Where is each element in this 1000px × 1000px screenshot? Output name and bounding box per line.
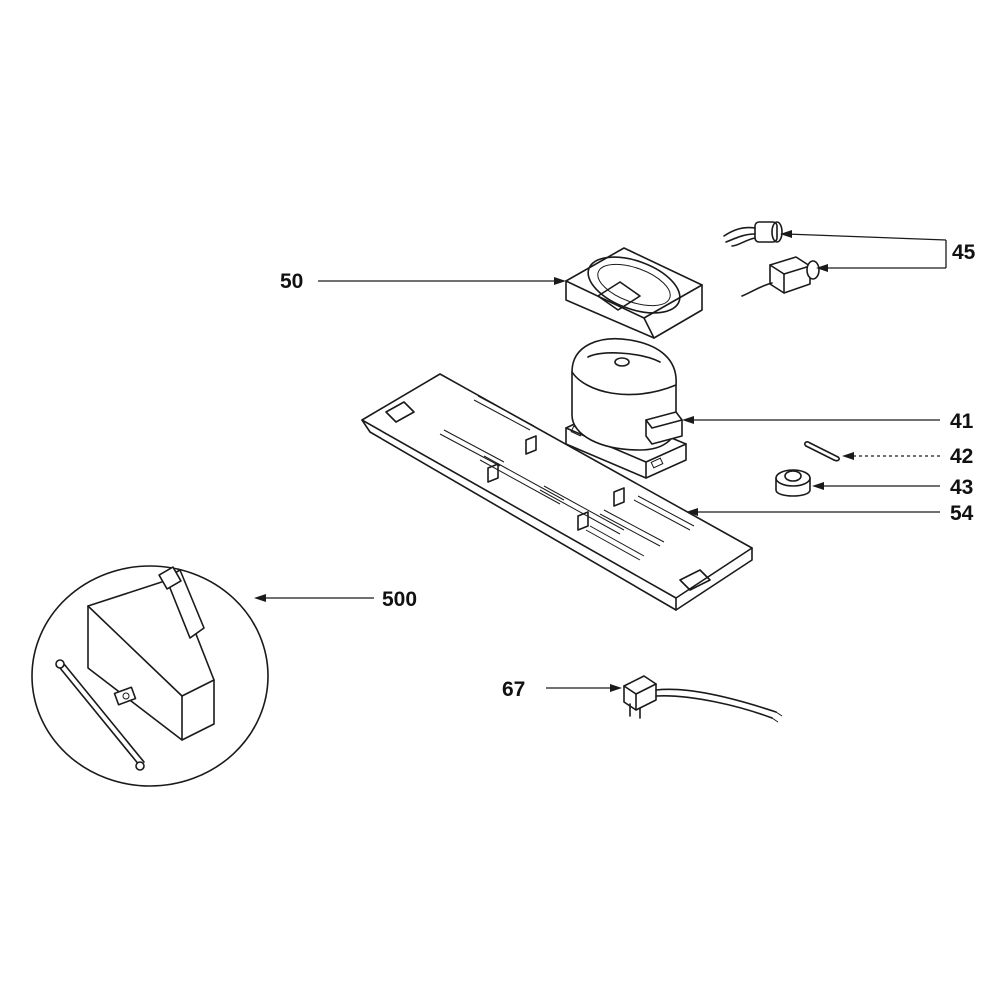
callout-54: 54 bbox=[950, 502, 974, 525]
clip-part bbox=[804, 441, 840, 462]
relay-part bbox=[723, 221, 783, 247]
leader-lines bbox=[254, 230, 947, 692]
callout-45: 45 bbox=[952, 241, 976, 264]
callout-43: 43 bbox=[950, 476, 973, 499]
power-cord-part bbox=[623, 675, 783, 723]
callout-42: 42 bbox=[950, 445, 973, 468]
callout-500: 500 bbox=[382, 588, 417, 611]
overload-part bbox=[741, 256, 820, 297]
base-plate-part bbox=[361, 373, 753, 611]
callout-50: 50 bbox=[280, 270, 303, 293]
grommet-part bbox=[775, 469, 811, 497]
compressor-part bbox=[565, 338, 687, 479]
callout-67: 67 bbox=[502, 678, 525, 701]
compressor-cover-part bbox=[565, 247, 703, 339]
thermostat-kit-inset bbox=[31, 565, 269, 787]
callout-41: 41 bbox=[950, 410, 974, 433]
